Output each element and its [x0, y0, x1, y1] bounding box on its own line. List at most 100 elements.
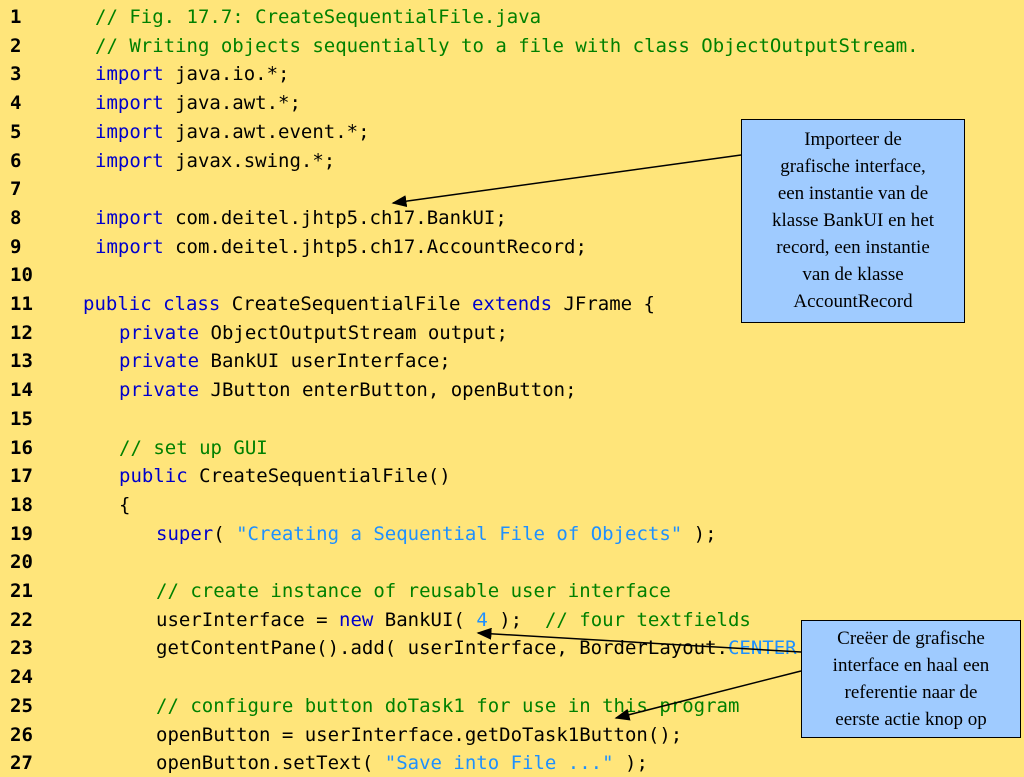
- callout-line: van de klasse: [802, 264, 904, 285]
- callout-create-gui-note: Creëer de grafische interface en haal ee…: [801, 620, 1021, 738]
- line-number: 8: [10, 206, 22, 229]
- keyword-token: new: [339, 608, 374, 631]
- keyword-token: import: [95, 149, 164, 172]
- line-number: 16: [10, 436, 33, 459]
- keyword-token: import: [95, 206, 164, 229]
- literal-token: CENTER: [727, 637, 797, 660]
- keyword-token: public class: [83, 293, 221, 315]
- keyword-token: private: [119, 350, 200, 373]
- code-token: );: [682, 522, 717, 545]
- code-line: 10: [0, 261, 1024, 289]
- code-text: super( "Creating a Sequential File of Ob…: [156, 520, 717, 548]
- line-number: 2: [10, 34, 22, 57]
- code-line: 12 private ObjectOutputStream output;: [0, 319, 1024, 347]
- line-number: 10: [10, 264, 33, 287]
- line-number: 20: [10, 551, 33, 574]
- callout-line: record, een instantie: [776, 237, 930, 258]
- line-number: 24: [10, 666, 33, 689]
- keyword-token: private: [119, 379, 200, 402]
- line-number: 27: [10, 752, 33, 775]
- code-line: 21 // create instance of reusable user in…: [0, 577, 1024, 605]
- code-token: CreateSequentialFile: [220, 293, 472, 315]
- code-text: public class CreateSequentialFile extend…: [83, 290, 655, 318]
- code-line: 14 private JButton enterButton, openButto…: [0, 376, 1024, 404]
- line-number: 7: [10, 178, 22, 201]
- callout-line: grafische interface,: [780, 156, 926, 177]
- code-token: ObjectOutputStream output;: [199, 321, 508, 344]
- code-line: 6 import javax.swing.*;: [0, 147, 1024, 175]
- code-token: com.deitel.jhtp5.ch17.AccountRecord;: [163, 235, 587, 258]
- code-token: javax.swing.*;: [163, 149, 336, 172]
- keyword-token: import: [95, 92, 164, 115]
- code-text: // Fig. 17.7: CreateSequentialFile.java: [95, 3, 541, 31]
- code-token: com.deitel.jhtp5.ch17.BankUI;: [163, 206, 507, 229]
- code-text: // Writing objects sequentially to a fil…: [95, 32, 919, 60]
- code-line: 17 public CreateSequentialFile(): [0, 462, 1024, 490]
- code-line: 18{: [0, 491, 1024, 519]
- code-token: java.awt.event.*;: [163, 120, 370, 143]
- line-number: 12: [10, 321, 33, 344]
- comment-token: // Writing objects sequentially to a fil…: [95, 34, 919, 57]
- callout-line: Importeer de: [804, 129, 902, 150]
- code-text: import com.deitel.jhtp5.ch17.BankUI;: [95, 204, 507, 232]
- code-text: import javax.swing.*;: [95, 147, 335, 175]
- code-line: 8 import com.deitel.jhtp5.ch17.BankUI;: [0, 204, 1024, 232]
- code-line: 24: [0, 663, 1024, 691]
- code-text: getContentPane().add( userInterface, Bor…: [156, 634, 831, 662]
- line-number: 4: [10, 92, 22, 115]
- line-number: 23: [10, 637, 33, 660]
- comment-token: // create instance of reusable user inte…: [156, 580, 671, 602]
- callout-line: Creëer de grafische: [837, 628, 985, 649]
- keyword-token: import: [95, 63, 164, 86]
- callout-line: eerste actie knop op: [835, 709, 987, 730]
- line-number: 9: [10, 235, 22, 258]
- code-line: 26 openButton = userInterface.getDoTask1B…: [0, 721, 1024, 749]
- code-token: );: [613, 752, 648, 775]
- line-number: 3: [10, 63, 22, 86]
- code-line: 16 // set up GUI: [0, 434, 1024, 462]
- code-text: // configure button doTask1 for use in t…: [156, 692, 739, 720]
- code-line: 1// Fig. 17.7: CreateSequentialFile.java: [0, 3, 1024, 31]
- callout-line: interface en haal een: [832, 655, 990, 676]
- code-line: 7: [0, 175, 1024, 203]
- literal-token: "Save into File ...": [384, 752, 614, 775]
- line-number: 26: [10, 723, 33, 746]
- code-line: 11 public class CreateSequentialFile exte…: [0, 290, 1024, 318]
- callout-line: klasse BankUI en het: [772, 210, 934, 231]
- code-text: openButton = userInterface.getDoTask1But…: [156, 721, 682, 749]
- code-token: CreateSequentialFile(): [187, 465, 451, 488]
- line-number: 25: [10, 694, 33, 717]
- code-text: import java.io.*;: [95, 60, 289, 88]
- code-line: 27 openButton.setText( "Save into File ..…: [0, 749, 1024, 777]
- keyword-token: public: [119, 465, 188, 488]
- line-number: 6: [10, 149, 22, 172]
- code-token: userInterface =: [156, 608, 340, 631]
- code-text: private ObjectOutputStream output;: [119, 319, 508, 347]
- comment-token: // Fig. 17.7: CreateSequentialFile.java: [95, 6, 542, 28]
- callout-import-note: Importeer de grafische interface, een in…: [741, 119, 965, 323]
- code-text: // set up GUI: [119, 434, 268, 462]
- keyword-token: super: [156, 522, 214, 545]
- keyword-token: import: [95, 235, 164, 258]
- code-text: private JButton enterButton, openButton;: [119, 376, 577, 404]
- code-token: openButton.setText(: [156, 752, 385, 775]
- line-number: 11: [10, 293, 33, 315]
- literal-token: 4: [476, 608, 488, 631]
- line-number: 17: [10, 465, 33, 488]
- code-text: private BankUI userInterface;: [119, 347, 451, 375]
- code-line: 2 // Writing objects sequentially to a fi…: [0, 32, 1024, 60]
- line-number: 15: [10, 407, 33, 430]
- code-token: JFrame {: [552, 293, 655, 315]
- keyword-token: import: [95, 120, 164, 143]
- code-token: JButton enterButton, openButton;: [199, 379, 577, 402]
- code-line: 15: [0, 405, 1024, 433]
- line-number: 14: [10, 379, 33, 402]
- line-number: 13: [10, 350, 33, 373]
- code-text: public CreateSequentialFile(): [119, 462, 451, 490]
- code-token: java.awt.*;: [163, 92, 301, 115]
- comment-token: // configure button doTask1 for use in t…: [156, 694, 740, 717]
- line-number: 21: [10, 580, 33, 602]
- code-token: );: [487, 608, 545, 631]
